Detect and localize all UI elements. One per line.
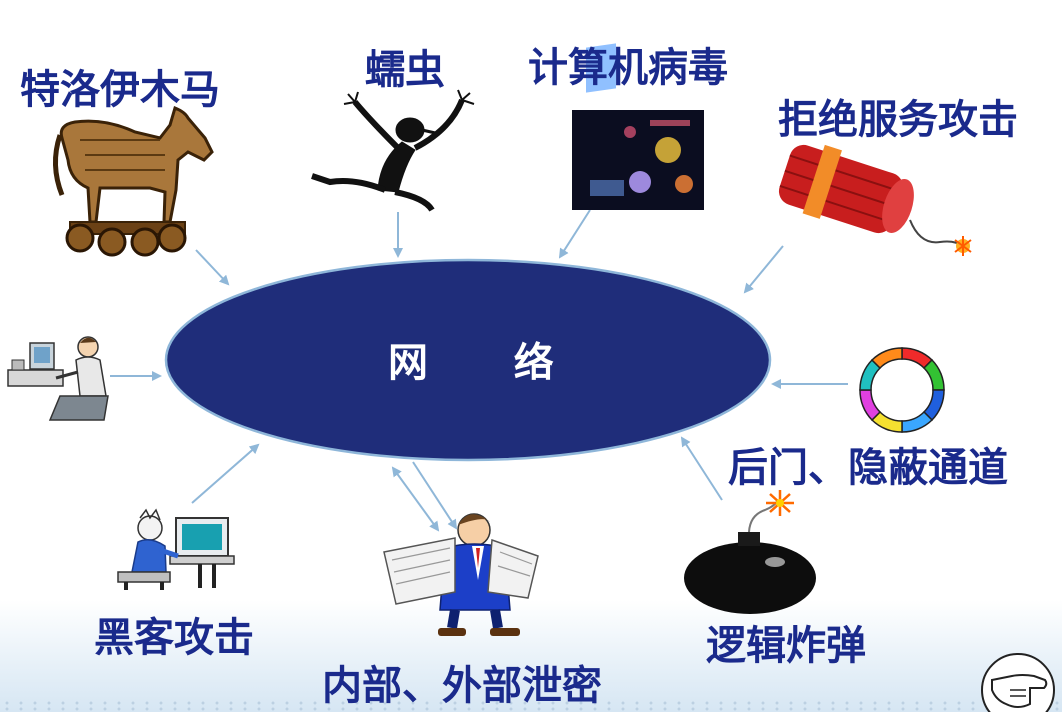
arrow-leak-in: [391, 466, 440, 532]
center-label-network: 网 络: [388, 340, 560, 386]
arrows: [110, 209, 848, 532]
bomb-icon: [684, 490, 816, 614]
network-ellipse: [164, 258, 772, 462]
cycle-arrows-icon: [859, 347, 945, 433]
bottom-dot-pattern: [0, 700, 1062, 712]
label-dos: 拒绝服务攻击: [778, 97, 1018, 143]
label-trojan: 特洛伊木马: [20, 67, 220, 113]
user-computer-icon: [7, 336, 109, 421]
label-virus: 计算机病毒: [528, 45, 728, 91]
label-worm: 蠕虫: [365, 47, 445, 93]
arrow-trojan: [195, 249, 230, 286]
arrow-logic-bomb: [680, 436, 723, 501]
label-logic-bomb: 逻辑炸弹: [706, 623, 866, 669]
worm-figure-icon: [311, 89, 475, 212]
horse-icon: [53, 105, 214, 257]
label-backdoor: 后门、隐蔽通道: [728, 445, 1008, 491]
bottom-decoration: [0, 600, 1062, 712]
man-newspaper-icon: [383, 513, 539, 636]
label-hacker: 黑客攻击: [94, 615, 254, 661]
arrow-leak-out: [412, 461, 458, 530]
pointing-hand-icon[interactable]: [981, 653, 1055, 712]
arrow-virus: [558, 209, 591, 259]
dynamite-icon: [778, 144, 972, 256]
virus-image-icon: [572, 43, 704, 210]
arrow-hacker: [191, 443, 260, 504]
label-leak: 内部、外部泄密: [322, 663, 602, 709]
hacker-computer-icon: [117, 508, 235, 590]
arrow-dos: [743, 245, 784, 294]
